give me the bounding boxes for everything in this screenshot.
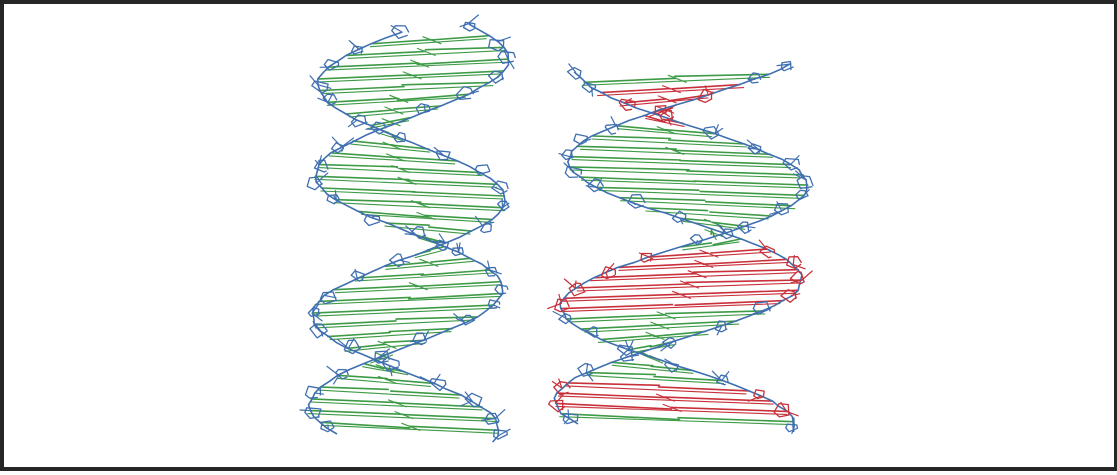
backbone-branch [564,279,575,288]
sugar-ring [305,408,321,419]
base-pair [621,198,705,201]
base-pair [686,280,802,282]
backbone-strand [554,64,802,424]
backbone-branch [495,410,505,419]
sugar-ring [738,222,752,233]
left-dna-helix [300,15,515,442]
backbone-branch [502,199,503,208]
right-dna-helix [548,62,814,434]
sugar-ring [310,324,328,338]
base-pair [666,311,764,314]
base-pair [319,165,397,167]
base-pair [597,187,699,190]
base-pair [611,362,653,365]
sugar-ring [416,104,430,114]
base-pair [694,270,799,273]
base-pair [336,200,421,203]
dna-structures [4,4,1117,475]
backbone-branch [745,226,755,227]
sugar-ring [498,52,515,64]
base-pair [315,176,409,179]
base-pair [417,59,508,64]
sugar-ring [786,424,798,432]
base-pair [593,136,671,139]
backbone-branch [575,281,576,288]
base-pair [569,157,680,160]
backbone-branch [634,203,635,205]
base-pair [431,258,471,262]
backbone-branch [349,41,359,50]
base-pair [321,387,389,389]
backbone-branch [791,294,799,296]
backbone-branch [317,173,328,182]
backbone-branch [400,260,409,262]
base-pair [568,383,659,385]
base-pair [577,146,676,149]
backbone-branch [802,271,812,280]
backbone-branch [476,216,483,225]
backbone-branch [568,410,569,419]
sugar-ring [568,68,582,80]
sugar-ring [578,364,594,377]
backbone-strand [309,24,509,434]
base-pair [389,329,452,332]
base-pair [586,373,655,375]
backbone-branch [559,154,569,157]
backbone-branch [300,410,311,411]
base-pair [402,83,489,85]
backbone-branch [313,322,321,331]
base-pair [674,74,768,76]
backbone-branch [697,241,698,242]
base-pair [311,411,403,415]
backbone-branch [468,15,479,24]
sugar-ring [582,83,595,93]
backbone-branch [424,105,425,112]
backbone-branch [586,364,587,373]
backbone-branch [315,393,324,394]
base-pair [570,167,689,170]
base-pair [421,270,490,275]
